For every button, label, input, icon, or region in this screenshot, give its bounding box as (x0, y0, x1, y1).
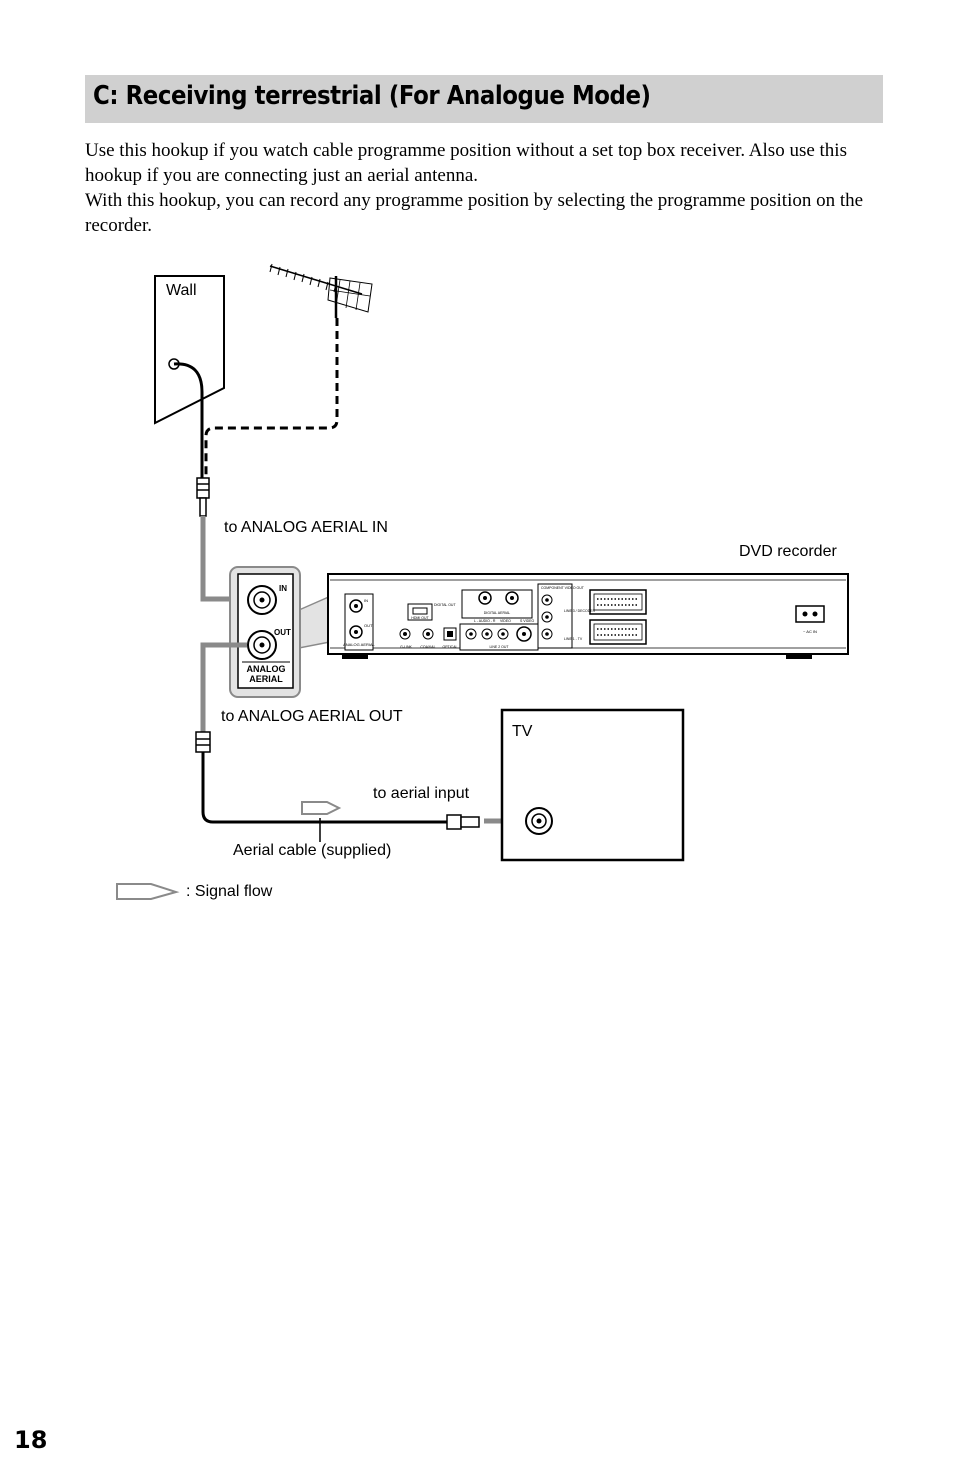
panel-in-label: IN (364, 598, 368, 603)
aerial-cable (201, 752, 447, 824)
tv-plug-icon (446, 814, 480, 830)
intro-paragraph-2: With this hookup, you can record any pro… (85, 190, 864, 236)
aerial-input-label: to aerial input (373, 785, 470, 802)
inset-out-label: OUT (274, 628, 291, 637)
panel-ac-in-label: ~ AC IN (803, 629, 817, 634)
page-number: 18 (14, 1426, 48, 1454)
dvd-recorder-label: DVD recorder (739, 543, 837, 560)
antenna-lead-dashed (204, 318, 339, 478)
inset-aerial-label: AERIAL (249, 674, 283, 684)
aerial-plug-top-icon (196, 477, 210, 517)
panel-digital-out-label: DIGITAL OUT (434, 603, 456, 607)
aerial-in-label: to ANALOG AERIAL IN (224, 519, 388, 536)
section-heading-bar: C: Receiving terrestrial (For Analogue M… (85, 75, 883, 123)
wall-label: Wall (166, 282, 197, 299)
panel-line2-label: LINE 2 OUT (489, 645, 509, 649)
panel-line1-label: LINE 1 - TV (564, 637, 583, 641)
cable-signal-arrow-icon (301, 801, 342, 815)
aerial-antenna-icon (269, 263, 373, 318)
signal-flow-legend-label: : Signal flow (186, 883, 273, 900)
panel-digital-aerial-label: DIGITAL AERIAL (484, 611, 511, 615)
panel-glink-label: G-LINK (400, 645, 412, 649)
panel-component-label: COMPONENT VIDEO OUT (541, 586, 585, 590)
panel-video-label: VIDEO (500, 619, 511, 623)
panel-out-label: OUT (364, 623, 373, 628)
inset-analog-label: ANALOG (247, 664, 286, 674)
intro-paragraph-1: Use this hookup if you watch cable progr… (85, 140, 847, 186)
aerial-cable-label: Aerial cable (supplied) (233, 842, 392, 859)
panel-optical-label: OPTICAL (443, 645, 458, 649)
panel-line3-label: LINE 3 / DECODER (564, 609, 596, 613)
tv-box (500, 708, 685, 862)
panel-analog-aerial-label: ANALOG AERIAL (343, 642, 376, 647)
panel-hdmi-label: HDMI OUT (411, 616, 429, 620)
panel-audio-label: L - AUDIO - R (474, 619, 496, 623)
signal-path-out (200, 642, 247, 732)
panel-coaxial-label: COAXIAL (420, 645, 435, 649)
section-heading: C: Receiving terrestrial (For Analogue M… (93, 81, 651, 111)
aerial-out-label: to ANALOG AERIAL OUT (221, 708, 403, 725)
inset-in-label: IN (279, 584, 287, 593)
signal-flow-legend-icon (116, 883, 180, 900)
wall-cable (173, 362, 204, 478)
aerial-plug-bottom-icon (195, 731, 211, 753)
panel-svideo-label: S VIDEO (520, 619, 534, 623)
tv-label: TV (512, 723, 533, 740)
wall-shape (154, 275, 225, 425)
dvd-recorder: IN OUT ANALOG AERIAL HDMI OUT DIGITAL OU… (327, 573, 849, 659)
intro-text: Use this hookup if you watch cable progr… (85, 138, 885, 238)
